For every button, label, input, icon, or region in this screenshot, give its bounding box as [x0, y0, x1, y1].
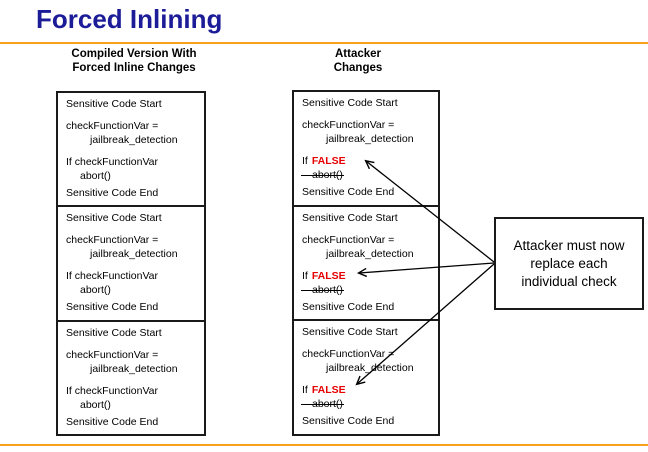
code-line: jailbreak_detection [90, 362, 178, 375]
code-section: Sensitive Code Start checkFunctionVar = … [294, 92, 438, 205]
code-section: Sensitive Code Start checkFunctionVar = … [58, 319, 204, 434]
code-line: abort() [80, 170, 111, 182]
code-line: Sensitive Code Start [66, 326, 162, 339]
code-line: Sensitive Code Start [66, 212, 162, 225]
code-line: jailbreak_detection [90, 248, 178, 261]
code-line: jailbreak_detection [326, 247, 414, 260]
code-line: Sensitive Code Start [66, 98, 162, 110]
false-keyword: FALSE [311, 155, 346, 167]
left-column-header: Compiled Version With Forced Inline Chan… [71, 48, 197, 74]
code-section: Sensitive Code Start checkFunctionVar = … [58, 93, 204, 205]
code-line-abort-struck: abort() [301, 283, 344, 296]
right-column-header: Attacker Changes [333, 48, 383, 74]
code-line: jailbreak_detection [326, 133, 414, 145]
code-line: Sensitive Code End [66, 301, 159, 314]
code-line: Sensitive Code Start [302, 326, 398, 339]
code-line: Sensitive Code End [302, 415, 395, 428]
footer-rule [0, 444, 648, 446]
code-line: checkFunctionVar = [66, 348, 159, 361]
code-line: If checkFunctionVar [66, 270, 159, 283]
title-divider-rule [0, 42, 648, 44]
attacker-code-box: Sensitive Code Start checkFunctionVar = … [292, 90, 440, 436]
page-title: Forced Inlining [36, 4, 223, 34]
code-line: If checkFunctionVar [66, 384, 159, 397]
code-line: abort() [80, 398, 111, 411]
code-line: Sensitive Code Start [302, 97, 398, 109]
code-line: jailbreak_detection [326, 362, 414, 375]
false-keyword: FALSE [311, 269, 346, 282]
code-line: checkFunctionVar = [66, 120, 159, 132]
code-line: Sensitive Code Start [302, 211, 398, 224]
callout-box: Attacker must now replace each individua… [494, 217, 644, 310]
code-line: Sensitive Code End [302, 186, 395, 198]
callout-text: Attacker must now replace each individua… [513, 237, 625, 289]
code-line: If checkFunctionVar [66, 156, 159, 168]
code-section: Sensitive Code Start checkFunctionVar = … [58, 205, 204, 319]
code-line: Sensitive Code End [66, 187, 159, 199]
false-keyword: FALSE [311, 384, 346, 397]
code-line: checkFunctionVar = [302, 119, 395, 131]
code-line: Sensitive Code End [302, 300, 395, 313]
code-line: jailbreak_detection [90, 134, 178, 146]
code-line: abort() [80, 284, 111, 297]
code-section: Sensitive Code Start checkFunctionVar = … [294, 319, 438, 434]
code-line: checkFunctionVar = [302, 348, 395, 361]
code-line: Sensitive Code End [66, 415, 159, 428]
code-line-abort-struck: abort() [301, 169, 344, 181]
code-line: checkFunctionVar = [66, 234, 159, 247]
code-line: checkFunctionVar = [302, 233, 395, 246]
compiled-code-box: Sensitive Code Start checkFunctionVar = … [56, 91, 206, 436]
code-line-abort-struck: abort() [301, 398, 344, 411]
code-section: Sensitive Code Start checkFunctionVar = … [294, 204, 438, 320]
